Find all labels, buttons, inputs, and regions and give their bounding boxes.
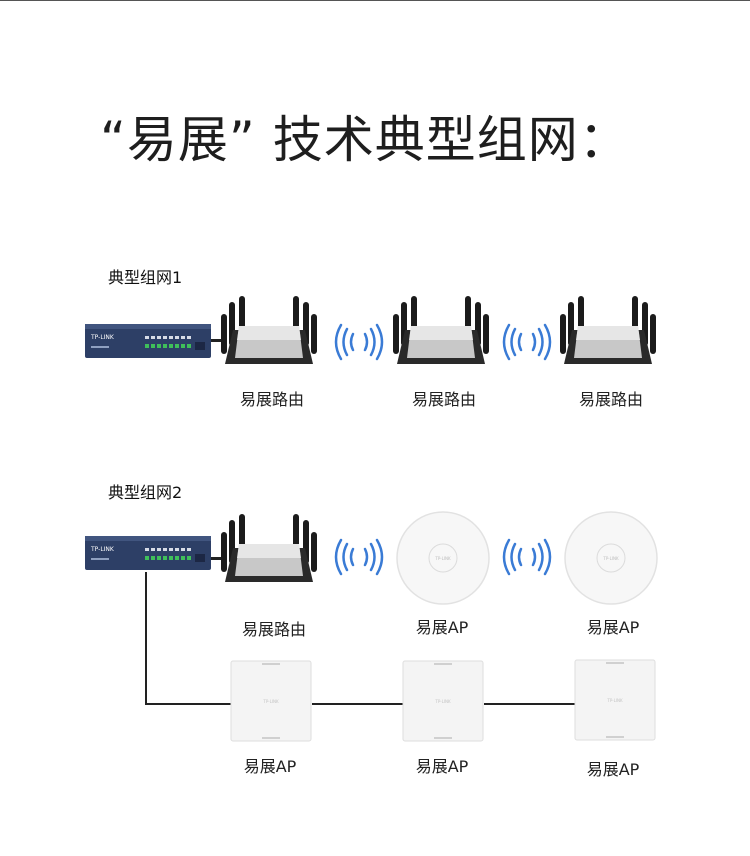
ap-label: 易展AP (415, 757, 469, 776)
ap-brand: TP-LINK (602, 556, 619, 561)
wireless-signal-icon (502, 323, 552, 361)
top-border (0, 0, 750, 1)
wireless-signal-icon (334, 538, 384, 576)
router-icon (221, 296, 317, 364)
cable-switch-router (205, 557, 227, 560)
panel-ap-icon: TP-LINK (230, 660, 312, 742)
ap-brand: TP-LINK (434, 699, 451, 704)
router-icon (221, 514, 317, 582)
ceiling-ap-icon: TP-LINK (396, 511, 490, 605)
network1-label: 典型组网1 (108, 268, 183, 287)
ap-label: 易展AP (586, 618, 640, 637)
panel-ap-icon: TP-LINK (402, 660, 484, 742)
router-label: 易展路由 (578, 390, 643, 409)
router-icon (393, 296, 489, 364)
switch-icon: TP-LINK (85, 536, 211, 570)
switch-brand: TP-LINK (90, 334, 115, 341)
wireless-signal-icon (334, 323, 384, 361)
router-label: 易展路由 (241, 620, 306, 639)
ap-label: 易展AP (586, 760, 640, 779)
cable-panel-ap-link (312, 703, 403, 705)
ap-label: 易展AP (243, 757, 297, 776)
ceiling-ap-icon: TP-LINK (564, 511, 658, 605)
cable-to-panel-ap (145, 703, 231, 705)
ap-brand: TP-LINK (262, 699, 279, 704)
cable-switch-router (205, 339, 227, 342)
router-icon (560, 296, 656, 364)
switch-icon: TP-LINK (85, 324, 211, 358)
page-title: “易展” 技术典型组网： (100, 111, 630, 169)
cable-vertical (145, 572, 147, 705)
wireless-signal-icon (502, 538, 552, 576)
panel-ap-icon: TP-LINK (574, 659, 656, 741)
router-label: 易展路由 (411, 390, 476, 409)
router-label: 易展路由 (239, 390, 304, 409)
network2-label: 典型组网2 (108, 483, 183, 502)
ap-brand: TP-LINK (606, 698, 623, 703)
ap-label: 易展AP (415, 618, 469, 637)
ap-brand: TP-LINK (434, 556, 451, 561)
cable-panel-ap-link (484, 703, 575, 705)
switch-brand: TP-LINK (90, 546, 115, 553)
